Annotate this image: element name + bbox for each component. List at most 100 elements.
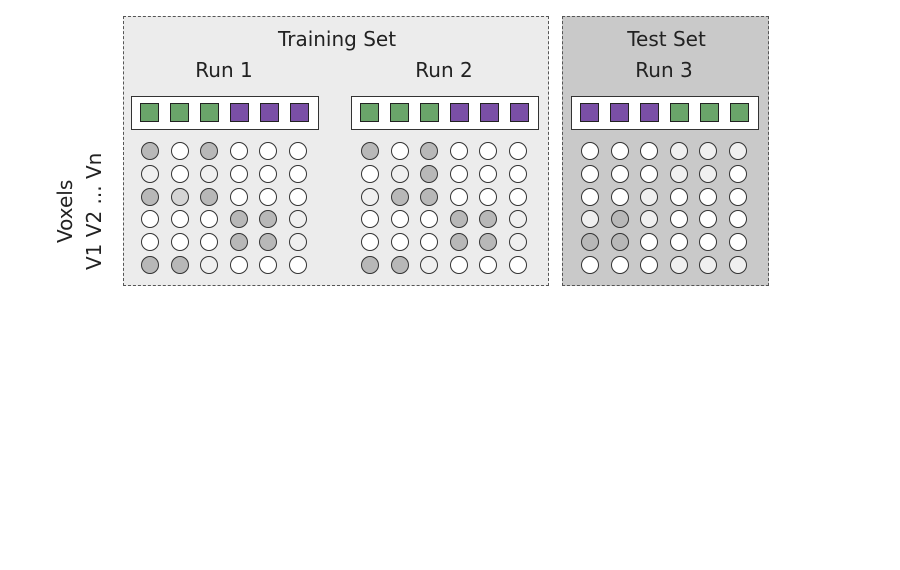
voxel-circle bbox=[669, 187, 688, 206]
green-condition-square bbox=[730, 103, 749, 122]
voxel-circle bbox=[200, 142, 218, 160]
voxel-circle bbox=[170, 256, 189, 274]
voxel-circle bbox=[728, 187, 747, 206]
voxel-circle bbox=[581, 256, 599, 274]
voxel-circle bbox=[581, 164, 599, 183]
voxel-circle bbox=[581, 142, 599, 160]
voxel-circle bbox=[508, 187, 527, 206]
voxel-circle bbox=[288, 256, 307, 274]
green-condition-square bbox=[420, 103, 439, 122]
voxel-circle bbox=[259, 187, 277, 206]
purple-condition-square bbox=[510, 103, 529, 122]
test-set-title: Test Set bbox=[627, 27, 706, 51]
voxel-circle bbox=[390, 233, 409, 252]
purple-condition-square bbox=[230, 103, 249, 122]
voxel-circle bbox=[200, 164, 218, 183]
voxel-circle bbox=[581, 187, 599, 206]
voxel-circle bbox=[420, 164, 438, 183]
voxel-circle bbox=[361, 233, 379, 252]
voxel-circle bbox=[610, 187, 629, 206]
voxel-circle bbox=[449, 233, 468, 252]
run-3-label: Run 3 bbox=[635, 58, 693, 82]
voxel-circle bbox=[669, 142, 688, 160]
voxel-circle bbox=[288, 187, 307, 206]
voxel-circle bbox=[581, 210, 599, 229]
voxel-circle bbox=[479, 142, 497, 160]
green-condition-square bbox=[140, 103, 159, 122]
voxel-circle bbox=[259, 210, 277, 229]
voxel-circle bbox=[420, 142, 438, 160]
voxel-circle bbox=[420, 256, 438, 274]
voxel-circle bbox=[390, 256, 409, 274]
voxel-circle bbox=[229, 256, 248, 274]
voxel-circle bbox=[449, 164, 468, 183]
voxel-circle bbox=[229, 142, 248, 160]
voxel-circle bbox=[141, 210, 159, 229]
voxel-circle bbox=[669, 210, 688, 229]
voxel-sequence-label: V1 V2 ... Vn bbox=[82, 152, 106, 270]
voxel-circle bbox=[669, 256, 688, 274]
green-condition-square bbox=[170, 103, 189, 122]
training-set-panel: Training Set bbox=[123, 16, 549, 286]
voxel-circle bbox=[200, 210, 218, 229]
purple-condition-square bbox=[610, 103, 629, 122]
run-2-condition-labels bbox=[351, 96, 539, 130]
voxel-circle bbox=[449, 187, 468, 206]
voxel-circle bbox=[699, 142, 717, 160]
voxel-circle bbox=[479, 256, 497, 274]
voxel-circle bbox=[640, 187, 658, 206]
voxel-circle bbox=[229, 210, 248, 229]
voxel-circle bbox=[728, 233, 747, 252]
voxel-circle bbox=[361, 164, 379, 183]
voxel-circle bbox=[141, 233, 159, 252]
voxel-circle bbox=[361, 210, 379, 229]
voxel-circle bbox=[259, 233, 277, 252]
voxel-circle bbox=[449, 256, 468, 274]
voxel-circle bbox=[508, 164, 527, 183]
voxel-circle bbox=[669, 233, 688, 252]
voxel-circle bbox=[288, 164, 307, 183]
voxel-circle bbox=[728, 164, 747, 183]
green-condition-square bbox=[360, 103, 379, 122]
voxel-circle bbox=[390, 164, 409, 183]
run-2-label: Run 2 bbox=[415, 58, 473, 82]
voxel-circle bbox=[449, 210, 468, 229]
voxel-circle bbox=[200, 233, 218, 252]
voxel-circle bbox=[420, 210, 438, 229]
voxel-circle bbox=[229, 164, 248, 183]
voxel-circle bbox=[420, 233, 438, 252]
training-set-title: Training Set bbox=[277, 27, 397, 51]
voxel-circle bbox=[581, 233, 599, 252]
purple-condition-square bbox=[480, 103, 499, 122]
voxel-circle bbox=[259, 142, 277, 160]
voxel-circle bbox=[229, 233, 248, 252]
voxel-circle bbox=[699, 210, 717, 229]
voxel-circle bbox=[361, 187, 379, 206]
voxel-circle bbox=[610, 142, 629, 160]
voxel-circle bbox=[508, 233, 527, 252]
voxel-circle bbox=[259, 256, 277, 274]
voxel-circle bbox=[288, 210, 307, 229]
purple-condition-square bbox=[580, 103, 599, 122]
voxel-circle bbox=[141, 187, 159, 206]
purple-condition-square bbox=[290, 103, 309, 122]
voxel-circle bbox=[141, 142, 159, 160]
green-condition-square bbox=[200, 103, 219, 122]
voxel-circle bbox=[610, 233, 629, 252]
voxel-circle bbox=[610, 210, 629, 229]
voxels-axis-label: Voxels bbox=[53, 179, 77, 243]
voxel-circle bbox=[170, 210, 189, 229]
voxel-circle bbox=[728, 210, 747, 229]
voxel-circle bbox=[640, 233, 658, 252]
voxel-circle bbox=[390, 142, 409, 160]
green-condition-square bbox=[670, 103, 689, 122]
voxel-circle bbox=[449, 142, 468, 160]
voxel-circle bbox=[200, 187, 218, 206]
voxel-circle bbox=[728, 142, 747, 160]
voxel-circle bbox=[170, 187, 189, 206]
voxel-circle bbox=[610, 164, 629, 183]
voxel-circle bbox=[699, 187, 717, 206]
voxel-circle bbox=[610, 256, 629, 274]
voxel-circle bbox=[479, 164, 497, 183]
